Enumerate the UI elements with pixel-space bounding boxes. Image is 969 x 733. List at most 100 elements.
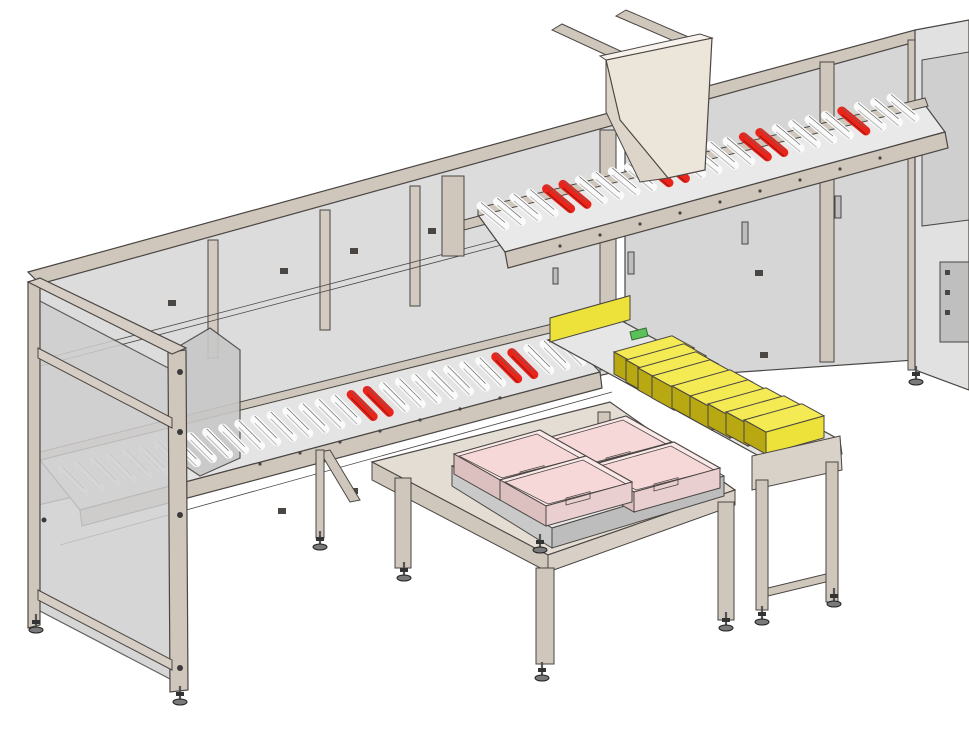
upper-roller-shadow (611, 174, 637, 196)
upper-roller (509, 192, 543, 222)
lower-roller-shadow (366, 393, 390, 417)
foot-pad (754, 618, 770, 626)
lower-roller-shadow (399, 385, 422, 408)
lower-roller-edge (238, 420, 261, 443)
upper-roller (525, 188, 559, 218)
upper-roller-shadow (743, 139, 768, 161)
lower-roller-shadow (286, 414, 310, 438)
upper-roller-shadow (890, 101, 916, 122)
lower-roller-shadow (206, 435, 229, 459)
foot-nut (400, 568, 408, 572)
upper-accent-roller (738, 132, 772, 162)
lower-roller-edge (399, 378, 422, 401)
lower-accent-roller (362, 385, 394, 417)
upper-roller-shadow (562, 187, 588, 209)
upper-roller (771, 123, 805, 153)
upper-roller-edge (595, 171, 621, 193)
upper-roller-shadow (579, 183, 604, 204)
foot-pad (826, 600, 842, 608)
lower-accent-roller (507, 348, 539, 380)
lower-roller-edge (222, 424, 245, 447)
upper-roller (706, 141, 740, 171)
upper-roller-shadow (497, 204, 522, 226)
lower-roller (539, 339, 571, 371)
upper-roller (476, 201, 510, 231)
lower-roller-edge (318, 399, 342, 422)
upper-roller (574, 175, 608, 205)
upper-roller-shadow (825, 118, 850, 140)
leveling-foot-icon (396, 562, 412, 582)
upper-roller (853, 102, 887, 132)
upper-roller (722, 136, 756, 166)
lower-roller (314, 398, 346, 430)
upper-roller-shadow (841, 114, 867, 135)
lower-roller (234, 419, 266, 451)
upper-roller-edge (513, 193, 539, 215)
tote-bin-front-left-side-wall (499, 479, 547, 527)
leveling-foot-icon (718, 612, 734, 632)
upper-roller (804, 115, 838, 145)
foot-nut (538, 668, 546, 672)
upper-roller (591, 171, 625, 201)
lower-roller-edge (334, 394, 358, 418)
lower-roller-shadow (238, 427, 262, 450)
lower-roller-edge (206, 428, 229, 452)
lower-roller-shadow (527, 351, 551, 375)
lower-roller-shadow (415, 380, 438, 404)
upper-accent-roller (837, 106, 871, 136)
upper-roller-edge (726, 137, 752, 158)
lower-roller-shadow (479, 364, 503, 387)
upper-roller-shadow (874, 105, 899, 127)
rear-post-5 (819, 61, 835, 363)
upper-roller-edge (562, 180, 588, 202)
lower-roller (330, 394, 362, 426)
upper-roller-edge (857, 102, 883, 124)
lower-roller-shadow (431, 376, 454, 400)
foot-pad (172, 698, 188, 706)
upper-roller-edge (480, 202, 506, 223)
rear-post-3 (409, 185, 421, 307)
lower-roller (459, 360, 491, 392)
lower-roller-shadow (511, 355, 535, 379)
foot-pad (908, 378, 924, 386)
lower-roller-shadow (463, 368, 486, 392)
yellow-box-10 (742, 403, 826, 455)
lower-roller-edge (431, 369, 454, 393)
leveling-foot-icon (312, 531, 328, 551)
yellow-box-1 (549, 294, 631, 343)
lower-roller-shadow (350, 397, 374, 421)
upper-roller (492, 197, 526, 227)
foot-nut (912, 372, 920, 376)
upper-conveyor-front-rail (504, 131, 949, 269)
lower-roller (282, 406, 314, 438)
lower-roller-edge (511, 348, 535, 372)
lower-roller-edge (479, 357, 502, 380)
upper-accent-roller (558, 179, 592, 209)
upper-roller-edge (546, 184, 571, 206)
upper-roller-shadow (480, 209, 506, 230)
upper-roller-shadow (546, 191, 571, 213)
leveling-foot-icon (754, 606, 770, 626)
lower-roller-edge (463, 361, 486, 384)
lower-roller-shadow (382, 389, 406, 412)
lower-roller (410, 373, 442, 405)
upper-roller-shadow (726, 144, 752, 166)
upper-roller-shadow (792, 127, 817, 148)
upper-roller-edge (890, 94, 916, 115)
foot-pad (718, 624, 734, 632)
lower-roller-shadow (318, 406, 342, 429)
lower-roller-shadow (447, 372, 470, 396)
lower-roller (378, 381, 410, 413)
upper-roller-shadow (513, 200, 539, 222)
leveling-foot-icon (532, 534, 548, 554)
upper-roller-edge (792, 120, 817, 141)
lower-accent-roller (346, 390, 378, 422)
tote-bin-front-right-handle (653, 477, 679, 492)
upper-roller-edge (497, 197, 522, 219)
upper-accent-roller (542, 184, 576, 214)
tote-bins (452, 415, 722, 527)
upper-roller-edge (529, 189, 555, 210)
upper-roller-edge (874, 98, 899, 120)
